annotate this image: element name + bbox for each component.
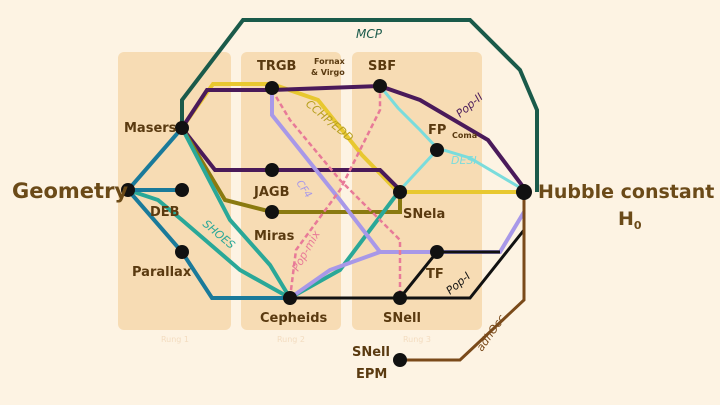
masers-node[interactable] — [175, 121, 189, 135]
hubble-label-1: Hubble constant — [538, 181, 714, 203]
snell-epm-node[interactable] — [393, 353, 407, 367]
masers-label: Masers — [124, 121, 177, 136]
deb-node[interactable] — [175, 183, 189, 197]
parallax-label: Parallax — [132, 265, 192, 280]
deb-label: DEB — [150, 205, 180, 220]
snell-epm-label-2: EPM — [356, 367, 387, 382]
mcp-line — [180, 18, 539, 192]
rung-1-label: Rung 1 — [161, 335, 189, 344]
trgb-node[interactable] — [265, 81, 279, 95]
cepheids-node[interactable] — [283, 291, 297, 305]
jagb-label: JAGB — [253, 185, 289, 200]
snell-label: SNell — [383, 311, 421, 326]
popmix-line-2 — [288, 86, 382, 299]
snela-node[interactable] — [393, 185, 407, 199]
cf4-branch — [288, 250, 381, 300]
fp-node[interactable] — [430, 143, 444, 157]
geometry-label: Geometry — [12, 179, 128, 203]
miras-node[interactable] — [265, 205, 279, 219]
sbf-label: SBF — [368, 59, 396, 74]
rung-3-label: Rung 3 — [403, 335, 431, 344]
shoes-line-2 — [180, 127, 292, 300]
desi-branch — [398, 148, 439, 192]
mcp-label: MCP — [356, 27, 383, 41]
fp-label: FP — [428, 123, 446, 138]
coma-label: Coma — [452, 131, 477, 140]
geometry-node[interactable] — [121, 183, 135, 197]
shoes-line — [127, 188, 402, 301]
snela-label: SNela — [403, 207, 445, 222]
sbf-node[interactable] — [373, 79, 387, 93]
adhocc-line — [400, 200, 526, 362]
fornax-label-1: Fornax — [314, 57, 346, 66]
rung-2-label: Rung 2 — [277, 335, 305, 344]
trgb-label: TRGB — [257, 59, 296, 74]
cepheids-label: Cepheids — [260, 311, 327, 326]
geometry-parallax-link — [126, 188, 290, 300]
snell-node[interactable] — [393, 291, 407, 305]
tf-node[interactable] — [430, 245, 444, 259]
desi-line — [378, 85, 525, 192]
parallax-node[interactable] — [175, 245, 189, 259]
hubble-node[interactable] — [516, 184, 532, 200]
hubble-label-2: H0 — [618, 208, 642, 232]
miras-label: Miras — [254, 229, 295, 244]
tf-label: TF — [426, 267, 444, 282]
jagb-node[interactable] — [265, 163, 279, 177]
snell-epm-label-1: SNell — [352, 345, 390, 360]
desi-label: DESI — [451, 154, 477, 167]
popmix-line — [270, 89, 402, 298]
geometry-masers-link — [126, 126, 184, 192]
fornax-label-2: & Virgo — [311, 68, 345, 77]
